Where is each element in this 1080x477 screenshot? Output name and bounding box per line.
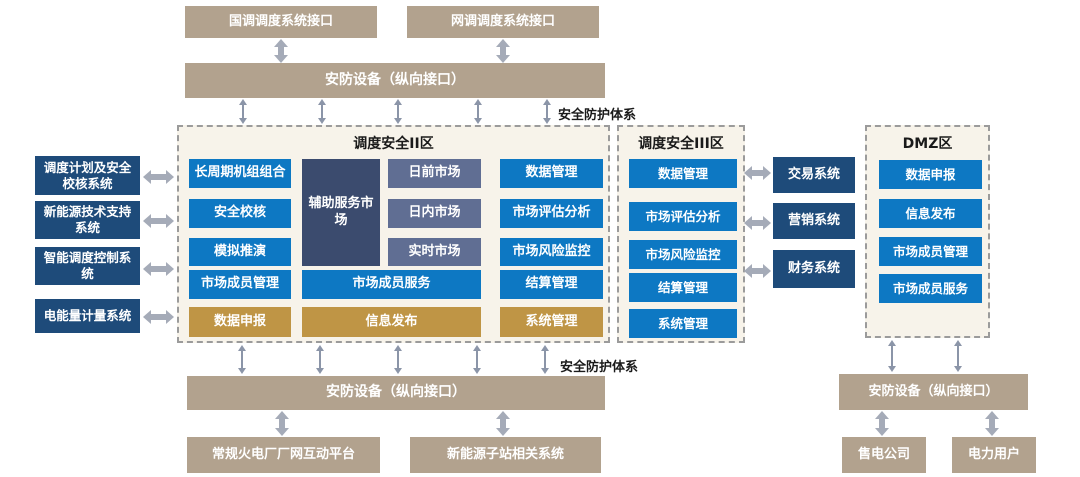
box-simulation-deduction: 模拟推演 (189, 238, 291, 266)
security-device-right: 安防设备（纵向接口） (839, 374, 1028, 410)
connector-arrow-icon (953, 340, 963, 372)
double-arrow-icon (143, 170, 174, 184)
box-market-risk-monitor-zone2: 市场风险监控 (500, 238, 603, 266)
box-realtime-market: 实时市场 (388, 238, 481, 266)
box-market-risk-monitor-zone3: 市场风险监控 (629, 240, 737, 269)
double-arrow-icon (744, 216, 771, 230)
connector-arrow-icon (237, 345, 247, 374)
box-intraday-market: 日内市场 (388, 199, 481, 228)
zone-3-title: 调度安全III区 (638, 136, 724, 152)
box-renewable-support-system: 新能源技术支持系统 (35, 201, 140, 239)
security-system-label-top: 安全防护体系 (558, 108, 637, 123)
box-market-member-service-dmz: 市场成员服务 (879, 274, 982, 303)
connector-arrow-icon (393, 345, 403, 374)
connector-arrow-icon (238, 99, 248, 124)
connector-arrow-icon (542, 99, 552, 124)
zone-dmz: DMZ区 数据申报 信息发布 市场成员管理 市场成员服务 (865, 125, 990, 338)
box-national-dispatch-interface: 国调调度系统接口 (185, 6, 377, 38)
connector-arrow-icon (540, 345, 550, 374)
box-data-mgmt-zone2: 数据管理 (500, 159, 603, 188)
security-device-top: 安防设备（纵向接口） (185, 63, 605, 98)
box-settlement-mgmt-zone3: 结算管理 (629, 273, 737, 302)
connector-arrow-icon (315, 345, 325, 374)
box-market-eval-analysis-zone2: 市场评估分析 (500, 199, 603, 228)
box-dispatch-plan-system: 调度计划及安全校核系统 (35, 156, 140, 195)
box-finance-system: 财务系统 (773, 250, 855, 288)
box-long-term-unit-commitment: 长周期机组组合 (189, 159, 291, 188)
security-system-label-bottom: 安全防护体系 (560, 360, 639, 375)
box-marketing-system: 营销系统 (773, 203, 855, 239)
connector-arrow-icon (473, 99, 483, 124)
box-market-member-mgmt: 市场成员管理 (189, 270, 291, 299)
connector-arrow-icon (472, 345, 482, 374)
box-ancillary-service-market: 辅助服务市场 (302, 159, 380, 266)
box-day-ahead-market: 日前市场 (388, 159, 481, 188)
double-arrow-icon (143, 310, 174, 324)
box-energy-metering-system: 电能量计量系统 (35, 299, 140, 333)
box-renewable-substation-systems: 新能源子站相关系统 (410, 437, 601, 473)
zone-dispatch-security-2: 调度安全II区 长周期机组组合 安全校核 模拟推演 市场成员管理 辅助服务市场 … (177, 125, 610, 343)
zone-dispatch-security-3: 调度安全III区 数据管理 市场评估分析 市场风险监控 结算管理 系统管理 (617, 125, 745, 343)
double-arrow-icon (496, 39, 510, 63)
box-data-mgmt-zone3: 数据管理 (629, 159, 737, 188)
box-market-eval-analysis-zone3: 市场评估分析 (629, 202, 737, 231)
double-arrow-icon (143, 262, 174, 276)
box-electricity-retailer: 售电公司 (842, 437, 926, 473)
box-info-publish-dmz: 信息发布 (879, 199, 982, 228)
box-grid-dispatch-interface: 网调调度系统接口 (407, 6, 599, 38)
double-arrow-icon (275, 411, 289, 436)
double-arrow-icon (496, 411, 510, 436)
box-power-consumer: 电力用户 (952, 437, 1036, 473)
box-market-member-service-zone2: 市场成员服务 (302, 270, 481, 299)
box-settlement-mgmt-zone2: 结算管理 (500, 270, 603, 299)
double-arrow-icon (985, 411, 999, 436)
box-info-publish-zone2: 信息发布 (302, 307, 481, 337)
box-system-mgmt-zone3: 系统管理 (629, 309, 737, 338)
connector-arrow-icon (317, 99, 327, 124)
security-device-bottom: 安防设备（纵向接口） (187, 376, 605, 410)
double-arrow-icon (143, 214, 174, 228)
double-arrow-icon (274, 39, 288, 63)
zone-2-title: 调度安全II区 (353, 136, 434, 152)
double-arrow-icon (744, 264, 771, 278)
box-data-report-dmz: 数据申报 (879, 160, 982, 189)
box-security-check: 安全校核 (189, 199, 291, 228)
box-smart-dispatch-control-system: 智能调度控制系统 (35, 247, 140, 285)
connector-arrow-icon (393, 99, 403, 124)
dmz-title: DMZ区 (902, 136, 953, 152)
box-data-report-zone2: 数据申报 (189, 307, 291, 337)
box-market-member-mgmt-dmz: 市场成员管理 (879, 237, 982, 266)
double-arrow-icon (875, 411, 889, 436)
connector-arrow-icon (887, 340, 897, 372)
box-trading-system: 交易系统 (773, 157, 855, 193)
box-system-mgmt-zone2: 系统管理 (500, 307, 603, 337)
box-thermal-plant-platform: 常规火电厂厂网互动平台 (187, 437, 380, 473)
double-arrow-icon (744, 166, 771, 180)
